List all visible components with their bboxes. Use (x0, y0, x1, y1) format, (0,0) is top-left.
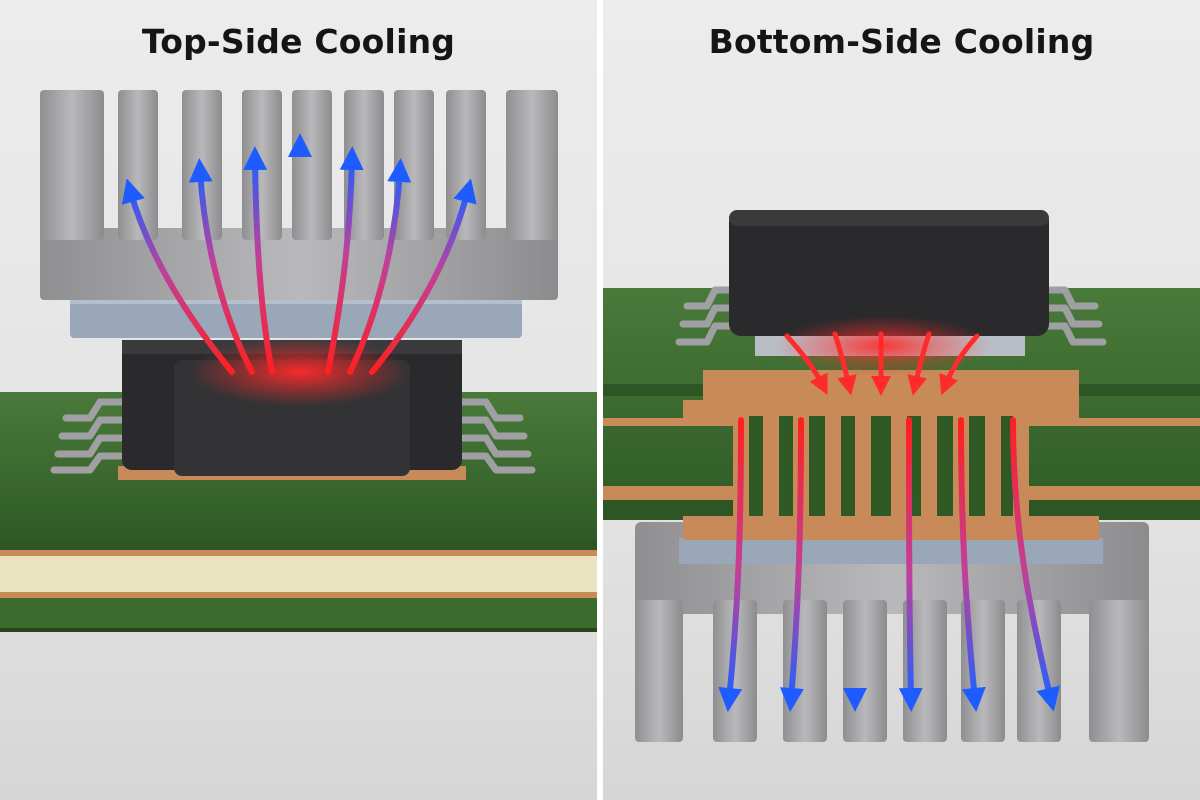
heat-arrow (369, 178, 477, 375)
package-leads-right (454, 398, 536, 474)
copper-thermal-via-array (683, 370, 1099, 540)
heat-arrow (243, 146, 275, 375)
package-leads-left (50, 398, 132, 474)
heat-arrow (718, 417, 744, 712)
heat-arrow (958, 417, 986, 712)
heat-flow-arrows-into-board (784, 331, 980, 396)
thermal-interface-pad (679, 538, 1103, 564)
heat-arrow (898, 417, 923, 712)
bottom-side-cooling-diagram (603, 0, 1200, 800)
panel-title-top-side: Top-Side Cooling (141, 22, 456, 61)
package-leads-right (1039, 286, 1107, 346)
heat-arrow (325, 146, 364, 375)
package-leads-left (675, 286, 739, 346)
heatsink-top (40, 90, 558, 300)
heat-arrow (347, 158, 412, 375)
heat-arrow (779, 417, 804, 712)
heat-arrow (907, 331, 932, 396)
heat-flow-arrows-up (121, 133, 477, 375)
heat-arrow (1010, 417, 1060, 712)
top-side-cooling-panel: Top-Side Cooling (0, 0, 597, 800)
heat-arrow (188, 158, 255, 375)
top-side-cooling-diagram (0, 0, 597, 800)
panel-divider (597, 0, 603, 800)
heat-arrow (832, 331, 857, 396)
panel-title-bottom-side: Bottom-Side Cooling (708, 22, 1095, 61)
heat-arrow (121, 178, 235, 375)
heat-arrow (939, 333, 980, 396)
bottom-side-cooling-panel: Bottom-Side Cooling (603, 0, 1200, 800)
heat-flow-arrows-down (718, 417, 1060, 712)
heat-arrow (784, 333, 828, 395)
